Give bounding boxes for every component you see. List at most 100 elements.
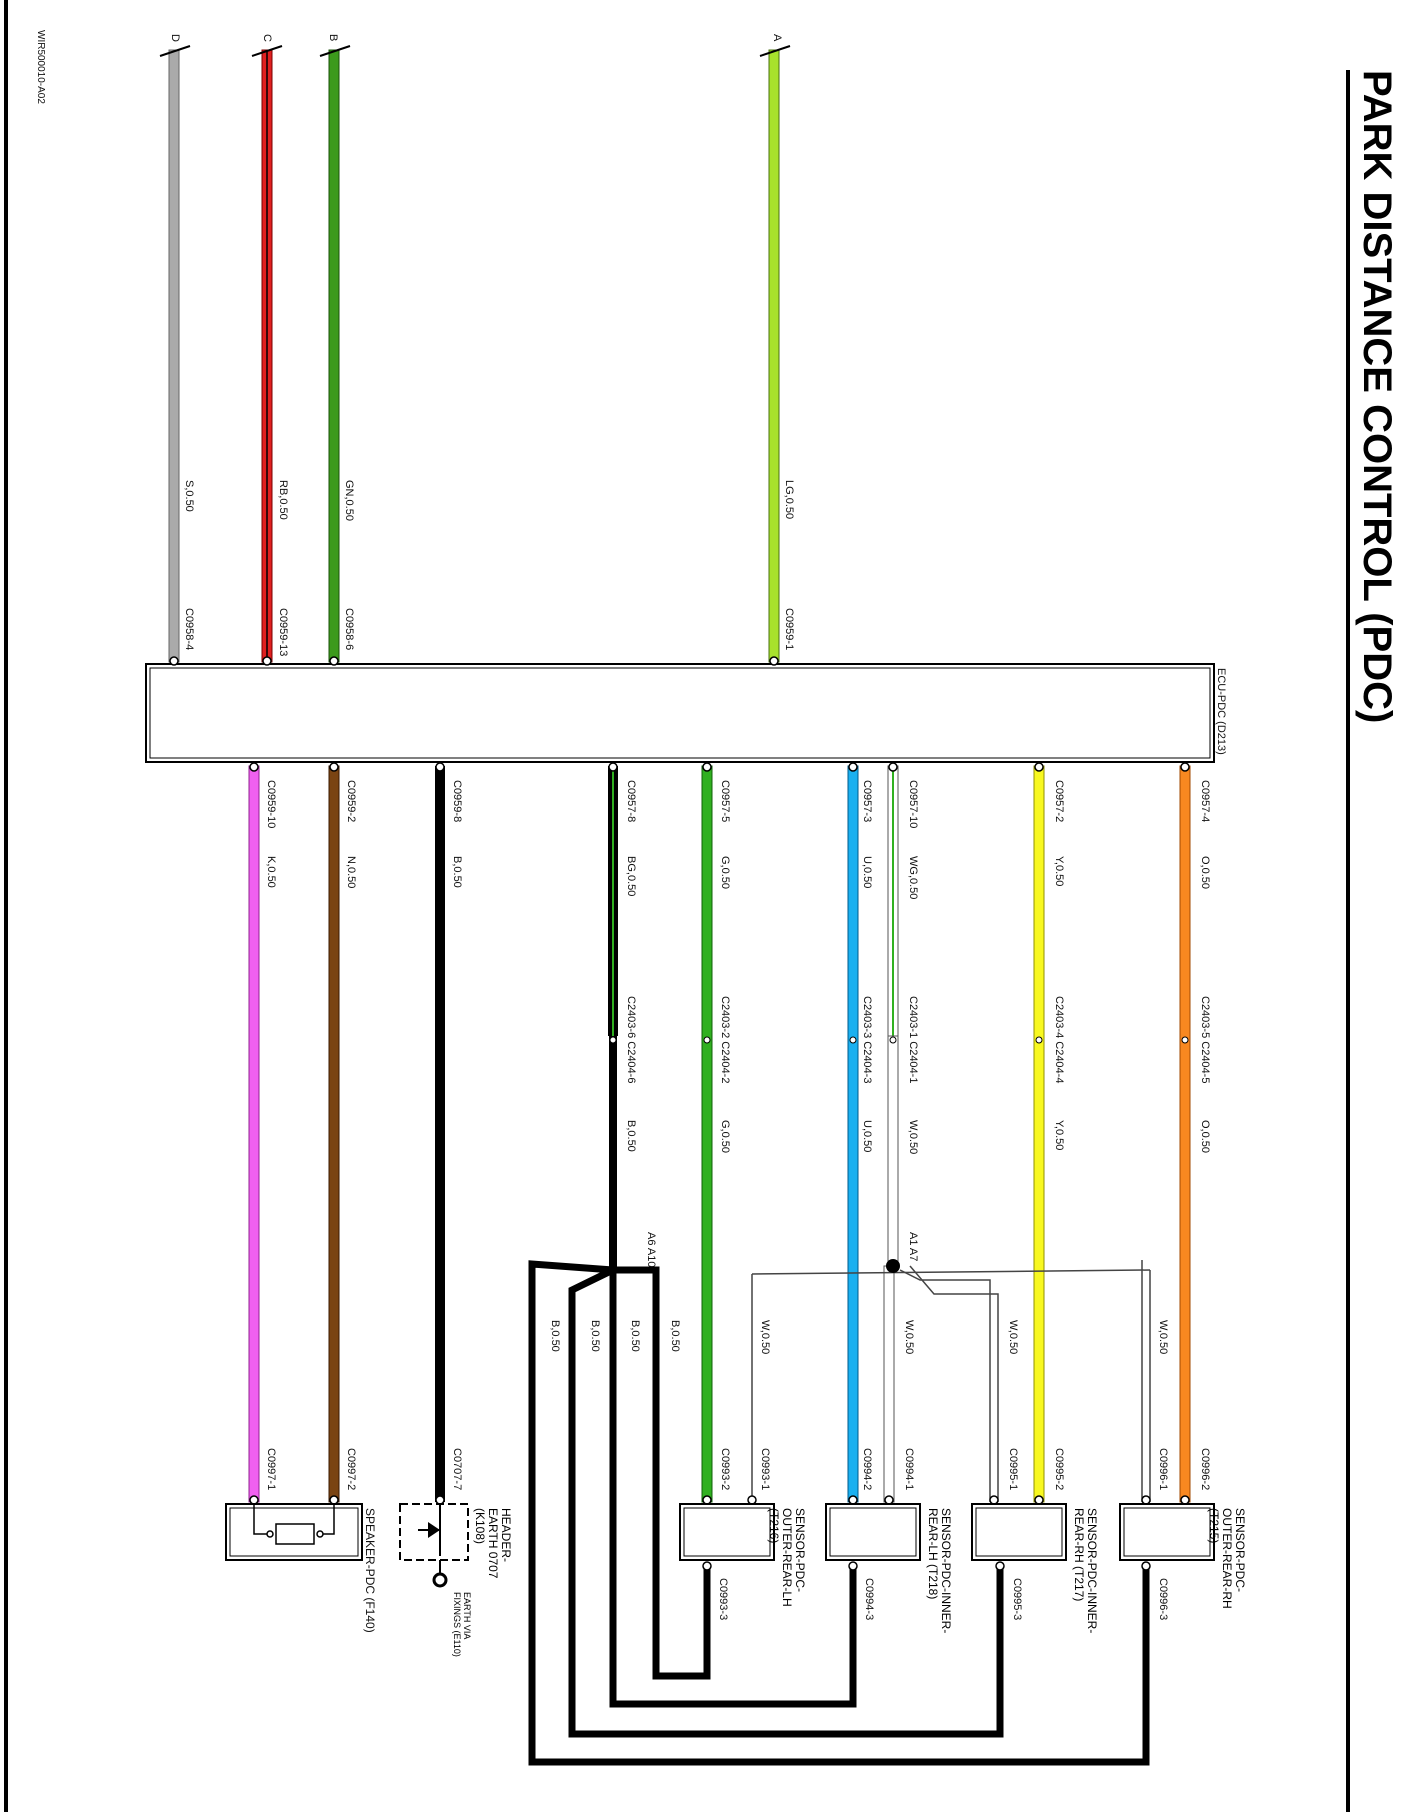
- wire-pink-label1: K,0.50: [265, 856, 277, 888]
- wire-white-conn1: C0957-10: [907, 780, 919, 828]
- wire-orange-conn2: C2403-5 C2404-5: [1199, 996, 1211, 1083]
- wire-A-label: LG,0.50: [783, 480, 795, 519]
- wire-D-label: S,0.50: [183, 480, 195, 512]
- wire-B-break-mark: [319, 45, 351, 57]
- sensor-inner-lh-ground-conn: C0994-3: [863, 1578, 875, 1620]
- white-inner-rh-end: [989, 1495, 999, 1505]
- white-outer-lh-end: [747, 1495, 757, 1505]
- ground-loops: [528, 1260, 1150, 1766]
- speaker-lead-left: [253, 1504, 272, 1535]
- bottom-wire-black-green: C0957-8 BG,0.50 C2403-6 C2404-6 B,0.50: [608, 762, 637, 1270]
- sensor-outer-lh-box: [679, 1503, 775, 1561]
- speaker-pin-right: [316, 1530, 324, 1538]
- wire-bg-conn2: C2403-6 C2404-6: [625, 996, 637, 1083]
- sensor-outer-rear-rh: C0996-3 SENSOR-PDC-OUTER-REAR-RH (T215): [1119, 1503, 1246, 1620]
- wire-white-label2: W,0.50: [907, 1120, 919, 1154]
- ground-branch-label-4: B,0.50: [549, 1320, 561, 1352]
- wire-D-letter: D: [169, 34, 181, 42]
- wire-yellow-label1: Y,0.50: [1053, 856, 1065, 886]
- wire-C-connector: C0959-13: [277, 608, 289, 656]
- sensor-inner-lh-ground-terminal: [848, 1561, 858, 1571]
- top-wire-A: A LG,0.50 C0959-1: [759, 34, 795, 666]
- wire-yellow-terminal: [1034, 762, 1044, 772]
- sensor-outer-lh-label-wrap: SENSOR-PDC-OUTER-REAR-LH (T216): [767, 1508, 806, 1607]
- wire-D-body: [168, 49, 180, 663]
- bottom-wire-brown: C0959-2 N,0.50 C0997-2: [328, 762, 357, 1505]
- white-splice-bus: [751, 1269, 1151, 1275]
- ecu-label: ECU-PDC (D213): [1215, 668, 1227, 755]
- white-branch-conn-1: C0996-1: [1157, 1448, 1169, 1490]
- sensor-inner-lh-label-wrap: SENSOR-PDC-INNER-REAR-LH (T218): [926, 1508, 952, 1634]
- reference-code: WIR500010-A02: [35, 30, 46, 104]
- sensor-outer-rh-box: [1119, 1503, 1215, 1561]
- wire-green-label2: G,0.50: [719, 1120, 731, 1153]
- bottom-wire-blue: C0957-3 U,0.50 C2403-3 C2404-3 U,0.50 C0…: [847, 762, 873, 1505]
- wire-green-conn2: C2403-2 C2404-2: [719, 996, 731, 1083]
- wire-orange-inline: [1181, 1036, 1189, 1044]
- wire-brown-end-conn: C0997-2: [345, 1448, 357, 1490]
- sensor-outer-rear-lh: C0993-3 SENSOR-PDC-OUTER-REAR-LH (T216): [679, 1503, 806, 1620]
- speaker-coil-icon: [275, 1523, 315, 1545]
- wire-B-terminal: [329, 656, 339, 666]
- wire-orange-label2: O,0.50: [1199, 1120, 1211, 1153]
- wire-green-terminal: [702, 762, 712, 772]
- wire-orange-label1: O,0.50: [1199, 856, 1211, 889]
- wire-bg-conn1: C0957-8: [625, 780, 637, 822]
- splice-a1-a7-dot: [886, 1259, 900, 1273]
- sensor-inner-rh-inner: [975, 1507, 1063, 1557]
- header-earth-label: HEADER-EARTH 0707 (K108): [473, 1508, 512, 1579]
- wire-B-label: GN,0.50: [343, 480, 355, 521]
- wire-B-letter: B: [327, 34, 339, 41]
- sensor-inner-lh-label: SENSOR-PDC-INNER-REAR-LH (T218): [926, 1508, 952, 1634]
- ecu-box: [145, 663, 1215, 763]
- wire-white-lower: [883, 1265, 895, 1503]
- sensor-inner-rh-label: SENSOR-PDC-INNER-REAR-RH (T217): [1072, 1508, 1098, 1634]
- wire-yellow-label2: Y,0.50: [1053, 1120, 1065, 1150]
- sensor-inner-rh-box: [971, 1503, 1067, 1561]
- ground-branch-label-1: B,0.50: [669, 1320, 681, 1352]
- top-wire-C: C RB,0.50 C0959-13: [251, 34, 289, 666]
- splice-a6-a10-label: A6 A10: [645, 1232, 657, 1267]
- ground-branch-label-2: B,0.50: [629, 1320, 641, 1352]
- bottom-wire-orange: C0957-4 O,0.50 C2403-5 C2404-5 O,0.50 C0…: [1179, 762, 1211, 1505]
- white-branch-label-3: W,0.50: [903, 1320, 915, 1354]
- top-wire-D: D S,0.50 C0958-4: [159, 34, 195, 666]
- wire-yellow-body: [1033, 765, 1045, 1503]
- wire-blue-label2: U,0.50: [861, 1120, 873, 1152]
- white-branch-conn-2: C0995-1: [1007, 1448, 1019, 1490]
- wire-white-end: [884, 1495, 894, 1505]
- wire-D-connector: C0958-4: [183, 608, 195, 650]
- sensor-inner-lh-inner: [829, 1507, 917, 1557]
- wire-bg-inline: [609, 1036, 617, 1044]
- ground-loop-inner-lh: [609, 1270, 857, 1708]
- white-splice-network: [751, 1260, 1151, 1502]
- sensor-outer-lh-ground-conn: C0993-3: [717, 1578, 729, 1620]
- sensor-inner-rh-ground-conn: C0995-3: [1011, 1578, 1023, 1620]
- wire-brown-label1: N,0.50: [345, 856, 357, 888]
- sensor-inner-rh-ground-terminal: [995, 1561, 1005, 1571]
- sensor-outer-lh-label: SENSOR-PDC-OUTER-REAR-LH (T216): [767, 1508, 806, 1607]
- speaker-box-inner: [229, 1507, 359, 1557]
- wire-black-end-conn: C0707-7: [451, 1448, 463, 1490]
- wire-white-end-conn: C0994-1: [903, 1448, 915, 1490]
- wire-brown-terminal: [329, 762, 339, 772]
- splice-a1-a7-label: A1 A7: [907, 1232, 919, 1261]
- wire-black-terminal: [435, 762, 445, 772]
- earth-ground-icon: [432, 1572, 448, 1588]
- wire-green-inline: [703, 1036, 711, 1044]
- header-earth-label-wrap: HEADER-EARTH 0707 (K108): [473, 1508, 512, 1579]
- wire-green-conn1: C0957-5: [719, 780, 731, 822]
- wire-C-terminal: [262, 656, 272, 666]
- sensor-outer-rh-ground-terminal: [1141, 1561, 1151, 1571]
- sensor-outer-lh-ground-terminal: [702, 1561, 712, 1571]
- wire-C-break-mark: [251, 45, 283, 57]
- wire-B-body: [328, 49, 340, 663]
- sensor-inner-lh-box: [825, 1503, 921, 1561]
- earth-note: EARTH VIA FIXINGS (E110): [452, 1592, 472, 1657]
- wire-blue-label1: U,0.50: [861, 856, 873, 888]
- wire-blue-inline: [849, 1036, 857, 1044]
- speaker-pdc: SPEAKER-PDC (F140): [225, 1503, 377, 1633]
- wire-A-connector: C0959-1: [783, 608, 795, 650]
- wire-orange-end: [1180, 1495, 1190, 1505]
